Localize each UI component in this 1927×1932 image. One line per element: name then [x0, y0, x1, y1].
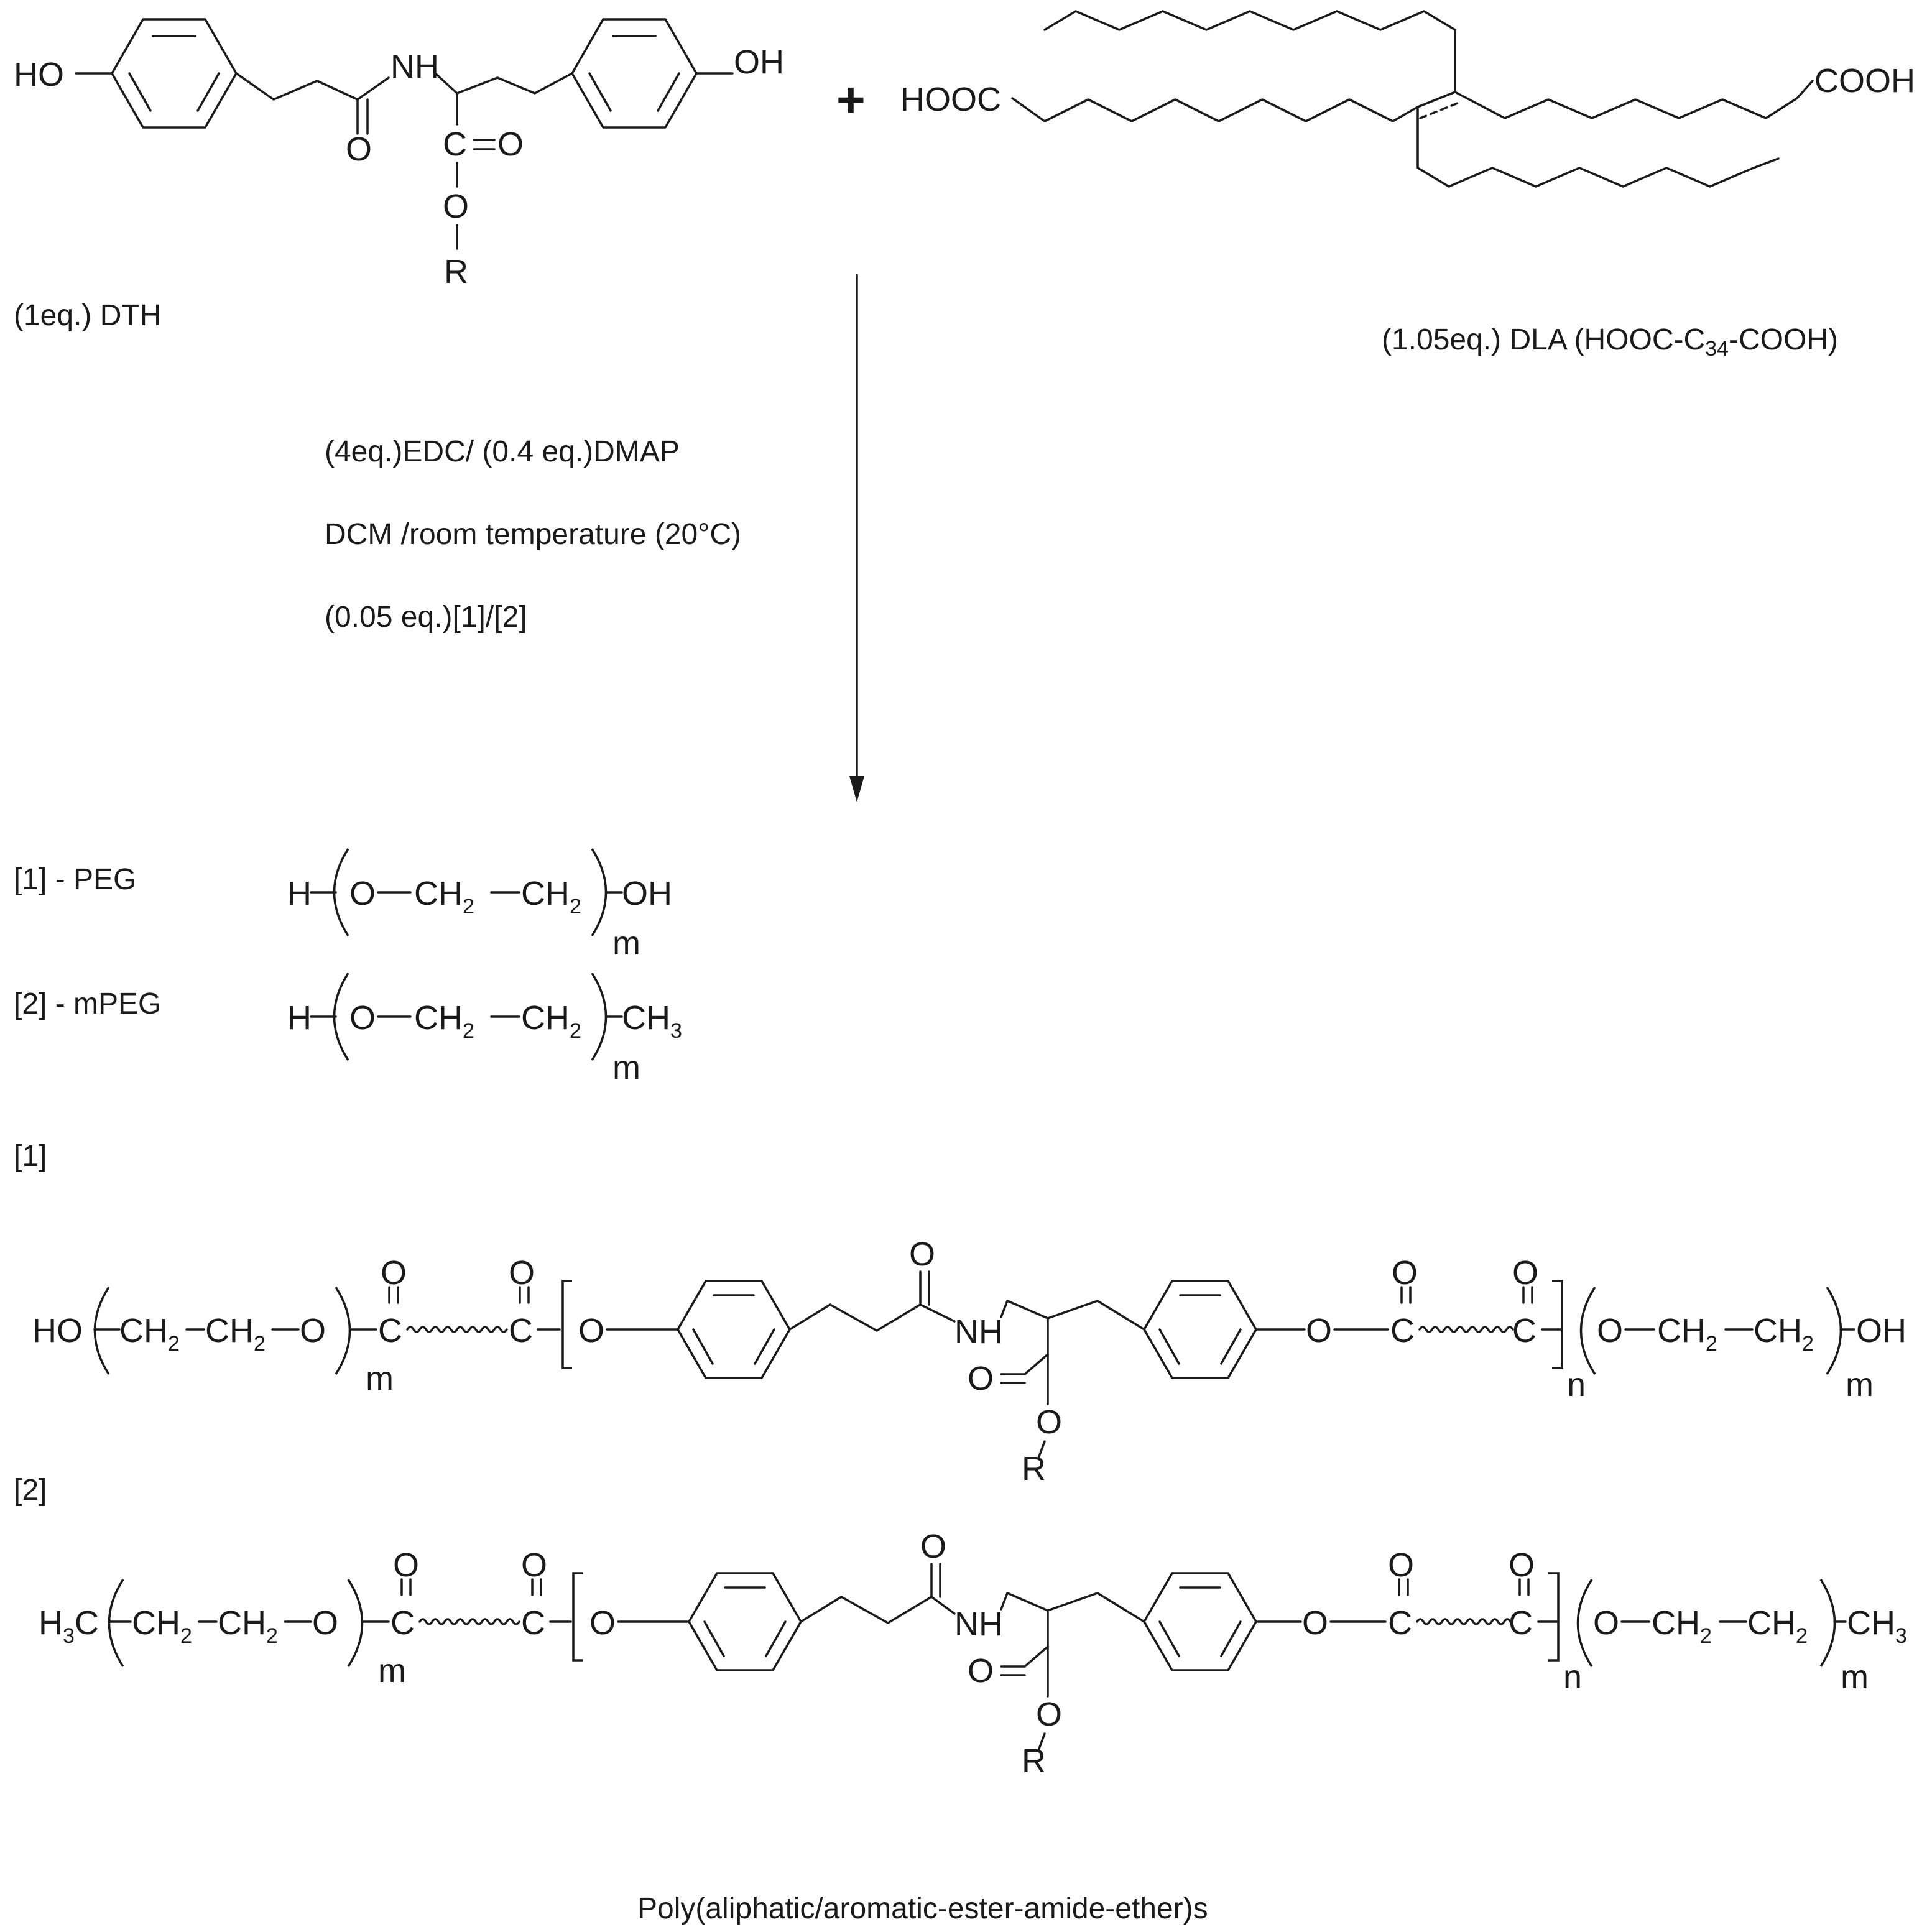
svg-text:CH2: CH2: [414, 999, 474, 1043]
svg-text:O: O: [349, 999, 376, 1037]
svg-text:H: H: [287, 875, 312, 912]
reaction-arrow: [849, 274, 864, 802]
dth-nh-label: NH: [390, 48, 439, 85]
condition-reagents: (4eq.)EDC/ (0.4 eq.)DMAP: [325, 435, 680, 468]
svg-text:O: O: [909, 1236, 935, 1273]
dth-ester-c-label: C: [443, 126, 467, 163]
svg-text:C: C: [378, 1312, 402, 1349]
svg-text:CH2: CH2: [218, 1604, 278, 1648]
svg-text:O: O: [1392, 1254, 1418, 1292]
svg-text:O: O: [381, 1254, 407, 1292]
svg-text:m: m: [1846, 1366, 1874, 1403]
dla-hooc-label: HOOC: [900, 81, 1001, 118]
svg-text:OH: OH: [1856, 1312, 1906, 1349]
svg-text:m: m: [612, 1049, 640, 1086]
svg-text:R: R: [1022, 1742, 1046, 1780]
svg-text:CH2: CH2: [132, 1604, 192, 1648]
svg-text:CH2: CH2: [1747, 1604, 1808, 1648]
svg-text:C: C: [1512, 1312, 1537, 1349]
mpeg-legend-label: [2] - mPEG: [14, 987, 161, 1020]
svg-text:O: O: [920, 1528, 946, 1565]
mpeg-formula: H O CH2 CH2 CH3 m: [287, 973, 682, 1086]
svg-text:O: O: [1302, 1604, 1328, 1642]
dth-structure: HO O NH OH C O O R: [14, 18, 784, 290]
dth-oh-label: OH: [734, 44, 784, 81]
svg-text:C: C: [509, 1312, 533, 1349]
svg-text:O: O: [1593, 1604, 1619, 1642]
svg-text:CH2: CH2: [1657, 1312, 1717, 1356]
svg-text:O: O: [1036, 1696, 1062, 1733]
svg-text:O: O: [578, 1312, 604, 1349]
svg-text:O: O: [1509, 1546, 1535, 1584]
peg-formula: H O CH2 CH2 OH m: [287, 848, 672, 962]
svg-text:CH3: CH3: [622, 999, 682, 1043]
svg-text:CH2: CH2: [414, 875, 474, 918]
svg-text:O: O: [521, 1546, 547, 1584]
svg-text:O: O: [300, 1312, 326, 1349]
dla-structure: HOOC COOH: [900, 10, 1915, 188]
svg-text:C: C: [1388, 1604, 1412, 1642]
dth-r-label: R: [444, 253, 468, 290]
svg-text:OH: OH: [622, 875, 672, 912]
plus-sign: +: [836, 72, 866, 127]
svg-text:O: O: [968, 1652, 994, 1689]
peg-legend-label: [1] - PEG: [14, 863, 136, 896]
product-2-tag: [2]: [14, 1474, 47, 1507]
svg-text:O: O: [1388, 1546, 1414, 1584]
svg-text:HO: HO: [32, 1312, 83, 1349]
dth-carbonyl-o-label: O: [497, 126, 524, 163]
svg-text:R: R: [1022, 1450, 1046, 1487]
svg-text:O: O: [393, 1546, 419, 1584]
svg-text:O: O: [349, 875, 376, 912]
svg-text:C: C: [521, 1604, 545, 1642]
svg-text:O: O: [589, 1604, 616, 1642]
svg-text:O: O: [1512, 1254, 1538, 1292]
dth-ho-label: HO: [14, 56, 64, 93]
svg-text:O: O: [1597, 1312, 1623, 1349]
svg-text:C: C: [1509, 1604, 1533, 1642]
svg-text:O: O: [1036, 1403, 1062, 1441]
svg-text:m: m: [378, 1652, 406, 1689]
svg-text:O: O: [968, 1360, 994, 1397]
svg-text:CH2: CH2: [119, 1312, 180, 1356]
svg-text:O: O: [1306, 1312, 1332, 1349]
svg-text:CH2: CH2: [521, 999, 581, 1043]
svg-text:H3C: H3C: [39, 1604, 99, 1648]
condition-solvent-temp: DCM /room temperature (20°C): [325, 518, 741, 551]
svg-text:m: m: [612, 925, 640, 962]
svg-text:NH: NH: [954, 1313, 1003, 1351]
svg-text:CH2: CH2: [521, 875, 581, 918]
svg-text:O: O: [312, 1604, 338, 1642]
svg-text:H: H: [287, 999, 312, 1037]
product-caption: Poly(aliphatic/aromatic-ester-amide-ethe…: [637, 1892, 1208, 1925]
dla-label: (1.05eq.) DLA (HOOC-C34-COOH): [1382, 323, 1838, 361]
svg-text:O: O: [509, 1254, 535, 1292]
svg-text:n: n: [1563, 1658, 1582, 1696]
svg-text:m: m: [1841, 1658, 1869, 1696]
svg-text:CH2: CH2: [1754, 1312, 1814, 1356]
svg-text:m: m: [366, 1360, 394, 1397]
product-1-tag: [1]: [14, 1140, 47, 1173]
product-1-structure: HO CH2 CH2 O m C O C O O O: [32, 1236, 1906, 1487]
svg-text:C: C: [1390, 1312, 1415, 1349]
svg-text:C: C: [390, 1604, 415, 1642]
dth-amide-o-label: O: [346, 131, 372, 168]
product-2-structure: H3C CH2 CH2 O m C O C O O O NH: [39, 1528, 1907, 1780]
dth-label: (1eq.) DTH: [14, 299, 161, 332]
svg-text:NH: NH: [954, 1606, 1003, 1643]
dla-cooh-label: COOH: [1814, 62, 1915, 99]
svg-text:n: n: [1567, 1366, 1586, 1403]
condition-peg-ratio: (0.05 eq.)[1]/[2]: [325, 601, 527, 634]
svg-text:CH2: CH2: [205, 1312, 266, 1356]
dth-ester-o-label: O: [443, 188, 469, 225]
svg-text:CH3: CH3: [1847, 1604, 1907, 1648]
svg-text:CH2: CH2: [1652, 1604, 1712, 1648]
